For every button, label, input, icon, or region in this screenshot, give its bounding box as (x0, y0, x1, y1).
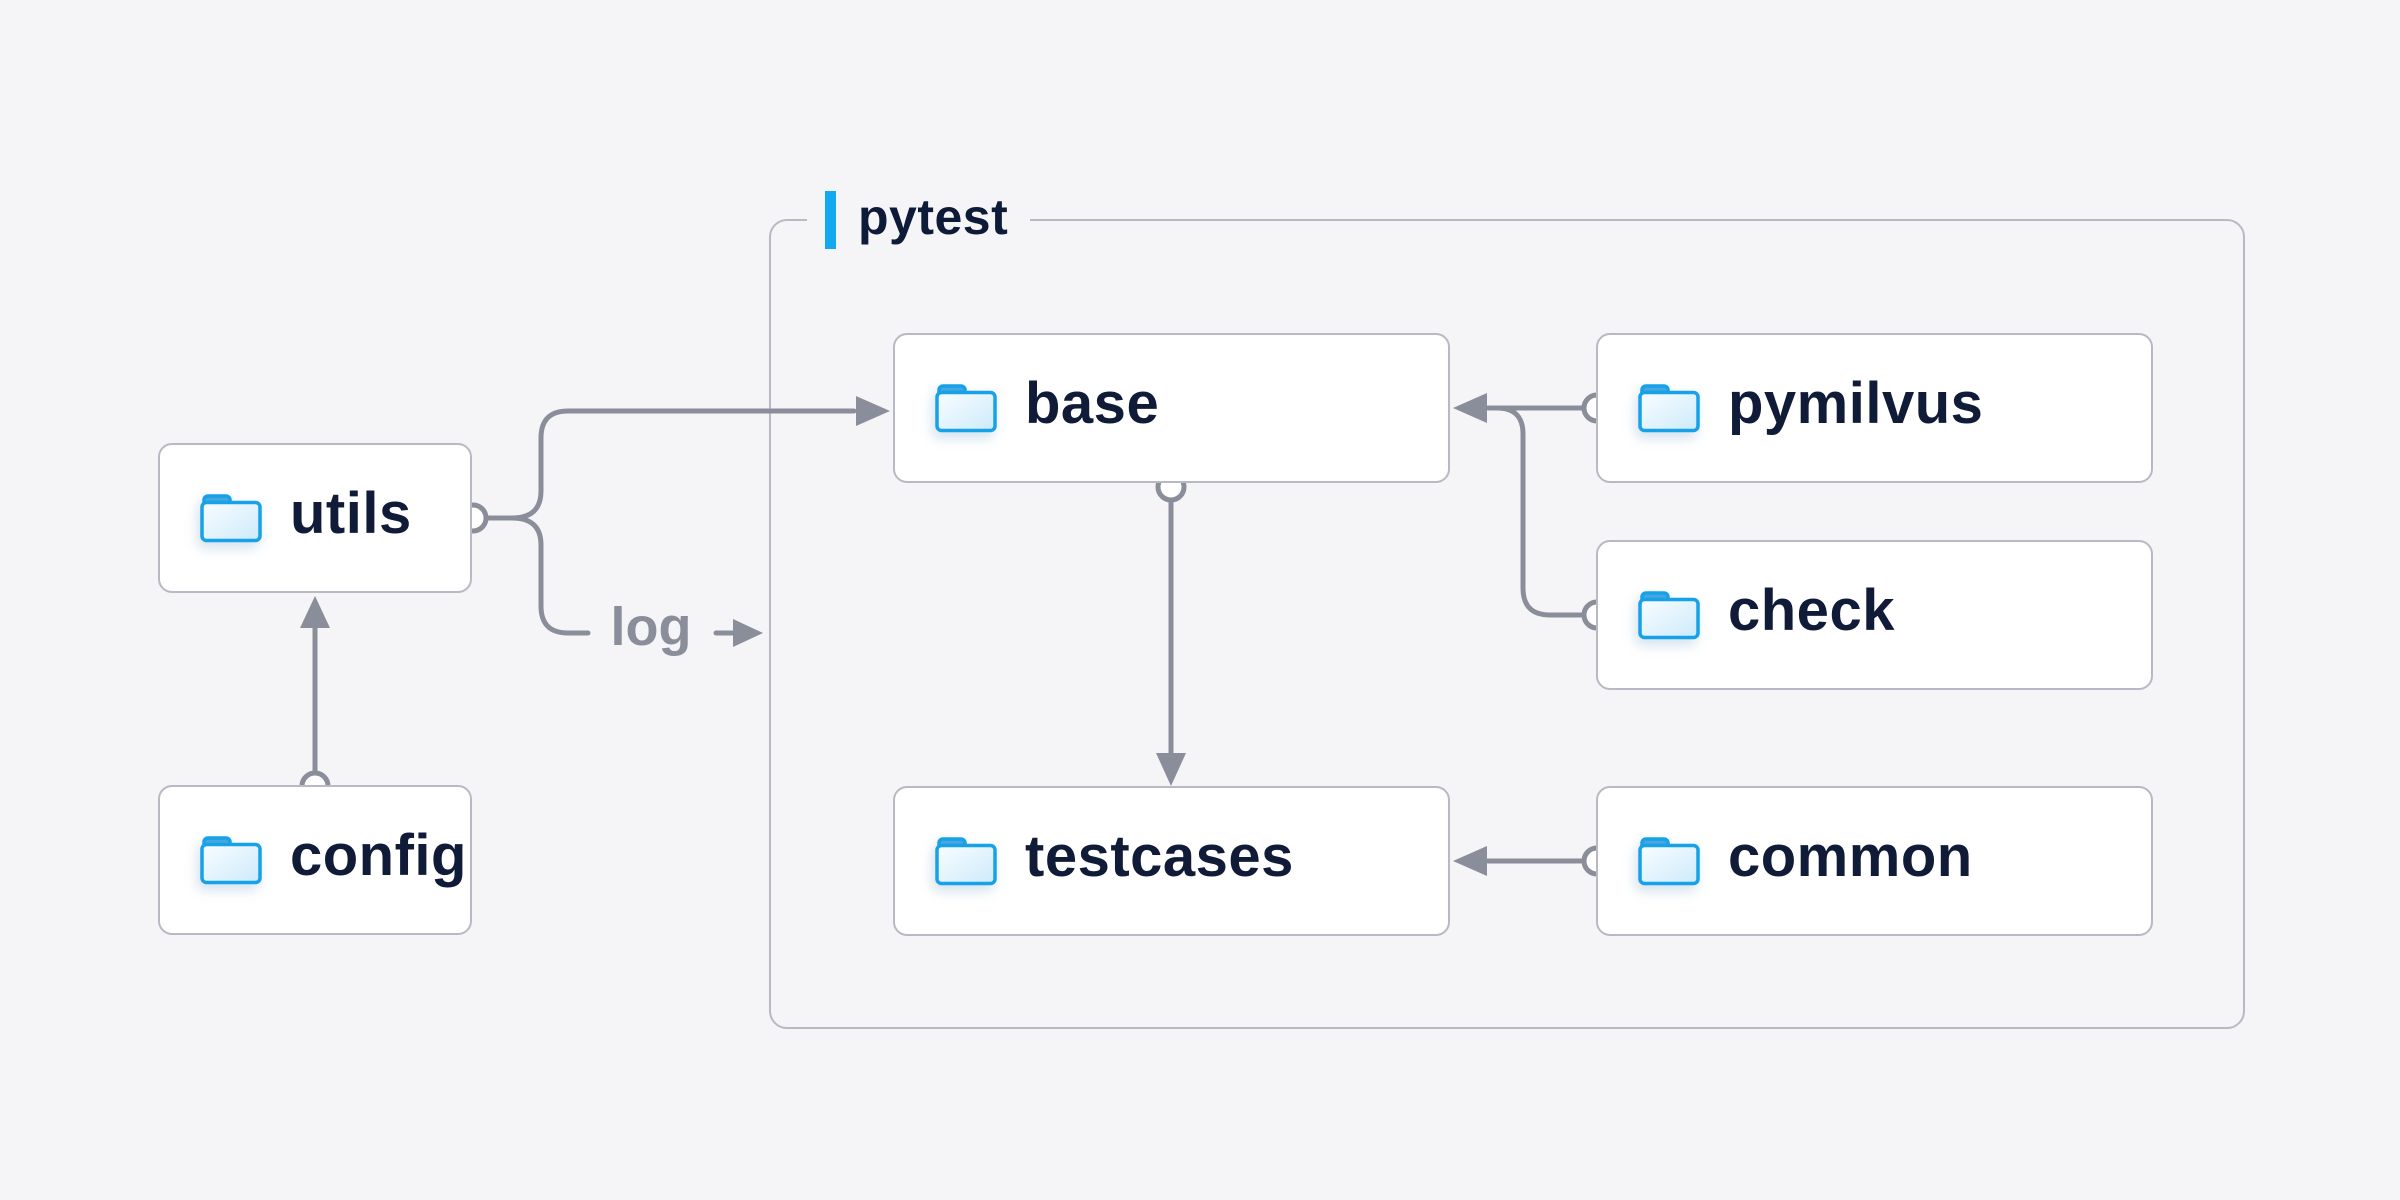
edge-label-log: log (610, 597, 692, 657)
accent-bar (825, 191, 836, 249)
node-config: config (158, 785, 472, 935)
folder-icon (1638, 837, 1700, 886)
node-utils: utils (158, 443, 472, 593)
node-pymilvus: pymilvus (1596, 333, 2153, 483)
pytest-group-container: pytest (769, 189, 2245, 1029)
folder-icon (935, 384, 997, 433)
node-label: common (1728, 824, 1973, 889)
node-base: base (893, 333, 1450, 483)
pytest-group-label: pytest (807, 189, 1031, 251)
folder-icon (200, 836, 262, 885)
node-label: check (1728, 578, 1895, 643)
node-label: utils (290, 481, 412, 546)
node-label: testcases (1025, 824, 1294, 889)
folder-icon (1638, 384, 1700, 433)
node-label: config (290, 823, 467, 888)
folder-icon (935, 837, 997, 886)
node-check: check (1596, 540, 2153, 690)
arrowhead-right-small-icon (733, 619, 763, 647)
pytest-group-title: pytest (858, 189, 1009, 245)
node-label: base (1025, 371, 1160, 436)
arrowhead-up-icon (300, 596, 330, 628)
node-common: common (1596, 786, 2153, 936)
folder-icon (1638, 591, 1700, 640)
node-testcases: testcases (893, 786, 1450, 936)
edge-config-to-utils (299, 596, 331, 802)
node-label: pymilvus (1728, 371, 1984, 436)
folder-icon (200, 494, 262, 543)
